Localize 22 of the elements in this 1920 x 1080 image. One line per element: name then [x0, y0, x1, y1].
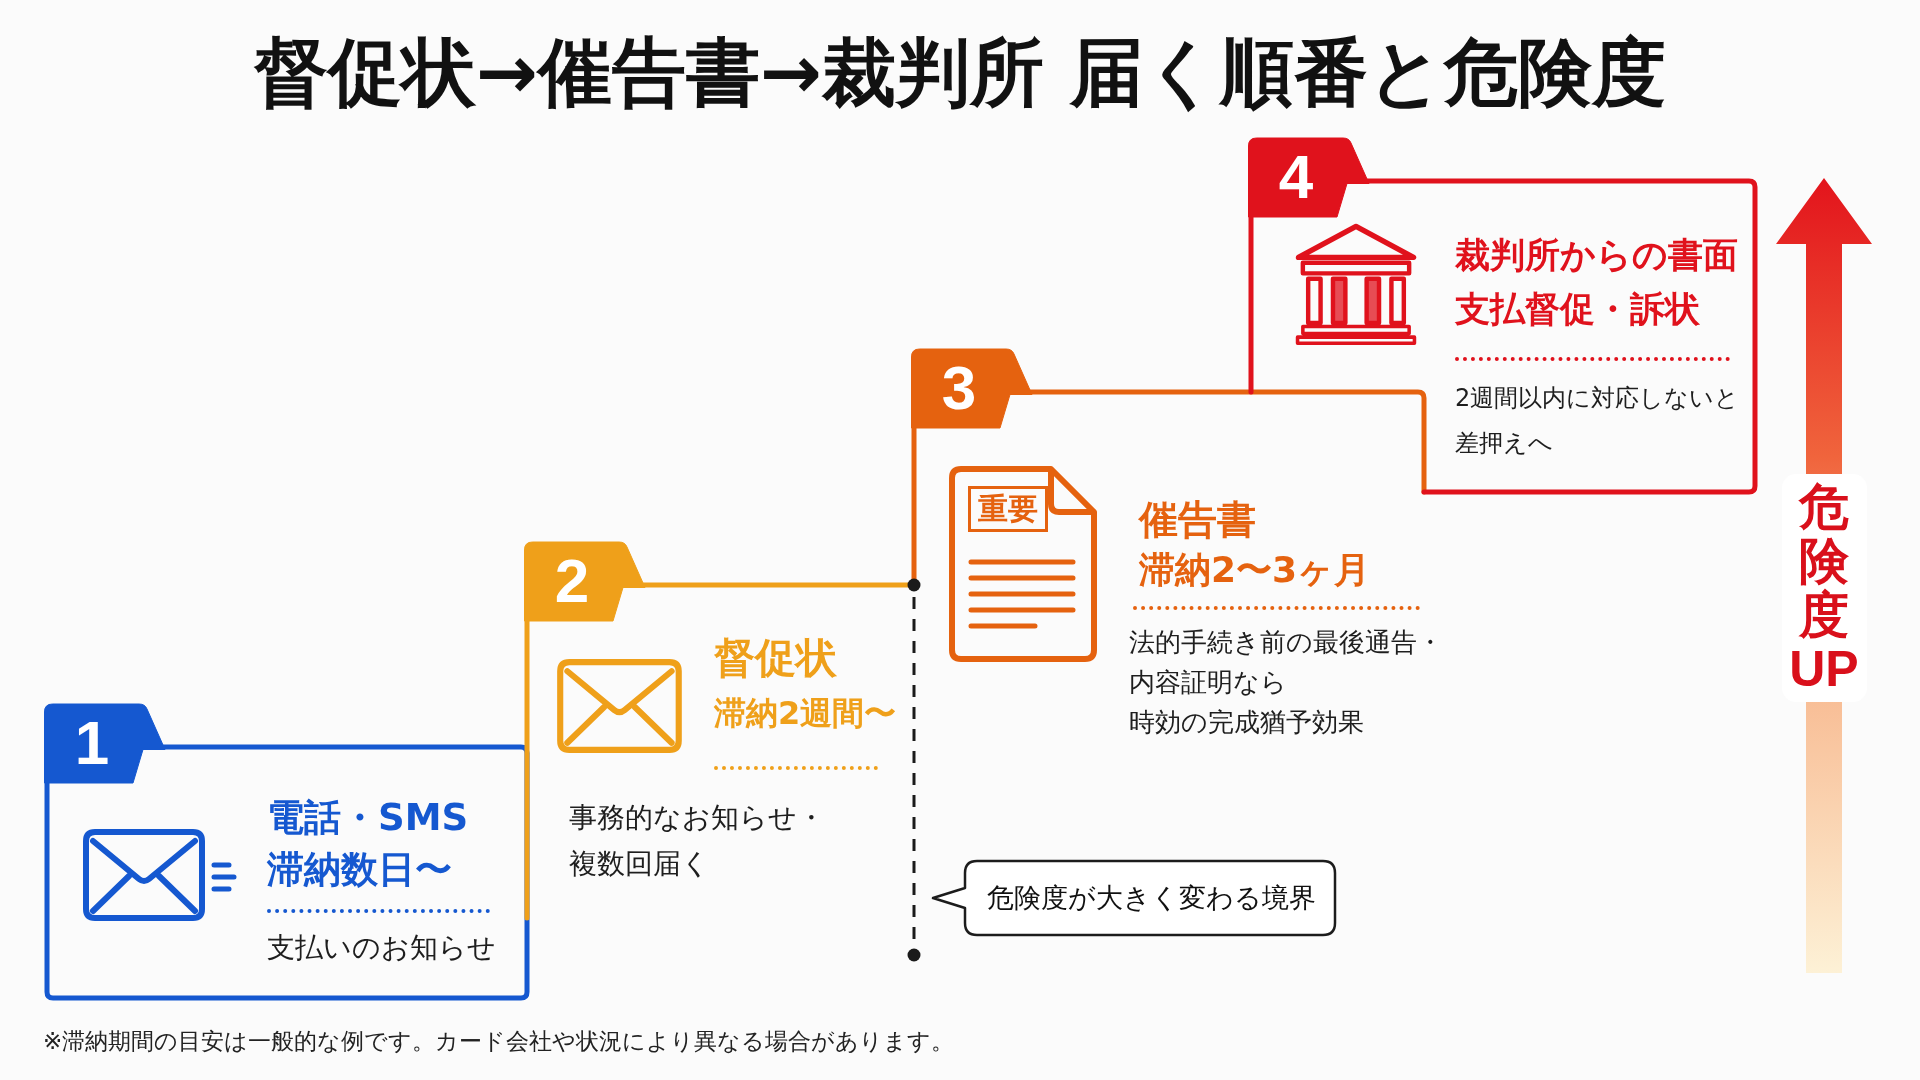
step-number: 4 [1278, 146, 1314, 208]
step-title: 催告書 [1139, 497, 1256, 544]
step-number: 1 [74, 712, 110, 774]
step-title: 電話・SMS [267, 796, 469, 841]
footnote: ※滞納期間の目安は一般的な例です。カード会社や状況により異なる場合があります。 [43, 1027, 955, 1056]
step-description: 内容証明なら [1129, 666, 1288, 699]
step-description: 事務的なお知らせ・複数回届く [569, 800, 826, 882]
step-number: 2 [554, 550, 590, 612]
step-timing: 滞納2〜3ヶ月 [1139, 548, 1371, 592]
step-number: 3 [941, 357, 977, 419]
step-title: 督促状 [714, 634, 837, 684]
step-description: 支払いのお知らせ [267, 930, 496, 966]
step-timing: 滞納数日〜 [267, 848, 452, 893]
step-timing: 支払督促・訴状 [1455, 288, 1700, 330]
title: 督促状→催告書→裁判所 届く順番と危険度 [254, 28, 1666, 117]
risk-label: 危険度UP [1781, 474, 1867, 702]
step-description: 2週間以内に対応しないと差押えへ [1455, 383, 1741, 459]
step-timing: 滞納2週間〜 [714, 694, 897, 733]
step-description: 時効の完成猶予効果 [1129, 706, 1365, 739]
step-title: 裁判所からの書面 [1455, 234, 1738, 276]
stamp-label: 重要 [968, 486, 1048, 532]
step-description: 法的手続き前の最後通告・ [1129, 626, 1443, 659]
